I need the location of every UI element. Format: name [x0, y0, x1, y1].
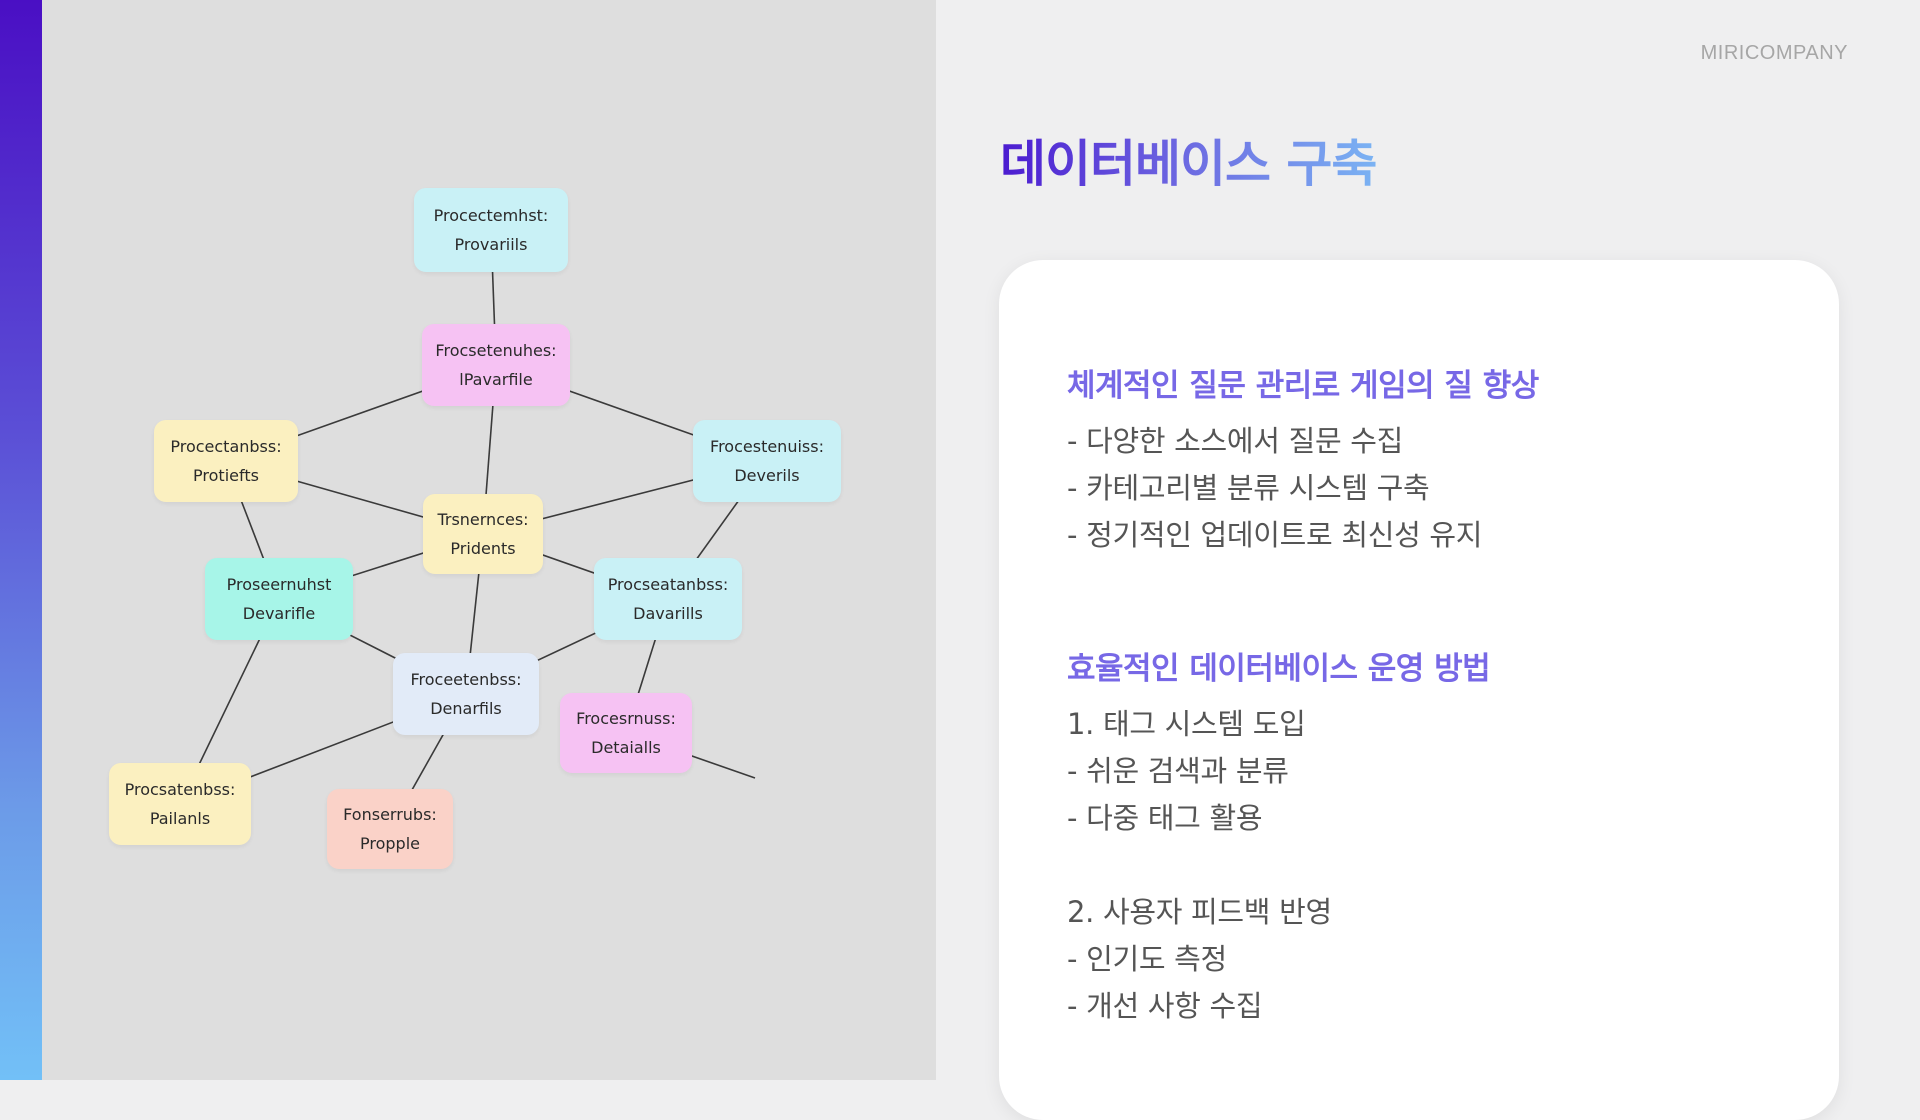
- node-label-line-2: Deverils: [734, 466, 800, 485]
- list-item: - 개선 사항 수집: [1067, 989, 1263, 1023]
- node-label-line-1: Procectemhst:: [433, 206, 549, 225]
- diagram-panel: Procectemhst: Provariils Frocsetenuhes: …: [42, 0, 936, 1080]
- accent-gradient-bar: [0, 0, 42, 1080]
- section-2-list: 1. 태그 시스템 도입 - 쉬운 검색과 분류 - 다중 태그 활용 2. 사용자…: [1067, 701, 1332, 1030]
- node-label-line-2: Davarills: [633, 604, 703, 623]
- node-label-line-1: Procseatanbss:: [607, 575, 729, 594]
- node-label-line-1: Frocesrnuss:: [576, 709, 676, 728]
- list-item: 1. 태그 시스템 도입: [1067, 707, 1306, 741]
- diagram-node-6: Proseernuhst Devarifle: [205, 558, 353, 640]
- node-label-line-2: Devarifle: [242, 604, 316, 623]
- node-label-line-2: Propple: [360, 834, 420, 853]
- list-item: - 정기적인 업데이트로 최신성 유지: [1067, 518, 1483, 552]
- diagram-node-2: Frocsetenuhes: lPavarfile: [422, 324, 570, 406]
- section-title-2: 효율적인 데이터베이스 운영 방법: [1067, 651, 1491, 687]
- diagram-node-5: Trsnernces: Pridents: [423, 494, 543, 574]
- list-item: 2. 사용자 피드백 반영: [1067, 895, 1332, 929]
- diagram-node-10: Procsatenbss: Pailanls: [109, 763, 251, 845]
- node-label-line-1: Froceetenbss:: [410, 670, 522, 689]
- list-item: - 다양한 소스에서 질문 수집: [1067, 424, 1404, 458]
- node-label-line-2: Protiefts: [193, 466, 259, 485]
- node-label-line-2: Provariils: [454, 235, 528, 254]
- node-label-line-2: Detaialls: [591, 738, 661, 757]
- list-item: - 카테고리별 분류 시스템 구축: [1067, 471, 1430, 505]
- diagram-node-11: Fonserrubs: Propple: [327, 789, 453, 869]
- node-label-line-1: Frocsetenuhes:: [435, 341, 557, 360]
- node-label-line-1: Procsatenbss:: [124, 780, 236, 799]
- content-card: 체계적인 질문 관리로 게임의 질 향상 - 다양한 소스에서 질문 수집 - 카…: [999, 260, 1839, 1120]
- diagram-node-1: Procectemhst: Provariils: [414, 188, 568, 272]
- diagram-node-8: Froceetenbss: Denarfils: [393, 653, 539, 735]
- section-title-1: 체계적인 질문 관리로 게임의 질 향상: [1067, 368, 1539, 404]
- node-label-line-2: lPavarfile: [459, 370, 533, 389]
- section-1-list: - 다양한 소스에서 질문 수집 - 카테고리별 분류 시스템 구축 - 정기적인 …: [1067, 418, 1482, 559]
- diagram-node-4: Frocestenuiss: Deverils: [693, 420, 841, 502]
- node-label-line-2: Pridents: [450, 539, 516, 558]
- node-label-line-1: Procectanbss:: [170, 437, 282, 456]
- diagram-node-9: Frocesrnuss: Detaialls: [560, 693, 692, 773]
- brand-label: MIRICOMPANY: [1700, 42, 1848, 64]
- node-label-line-2: Pailanls: [149, 809, 211, 828]
- list-item: - 쉬운 검색과 분류: [1067, 754, 1289, 788]
- node-label-line-2: Denarfils: [430, 699, 502, 718]
- node-label-line-1: Fonserrubs:: [343, 805, 437, 824]
- diagram-node-3: Procectanbss: Protiefts: [154, 420, 298, 502]
- page-title: 데이터베이스 구축: [1000, 124, 1377, 196]
- list-item: - 다중 태그 활용: [1067, 801, 1263, 835]
- list-item: - 인기도 측정: [1067, 942, 1227, 976]
- node-label-line-1: Proseernuhst: [226, 575, 332, 594]
- diagram-node-7: Procseatanbss: Davarills: [594, 558, 742, 640]
- node-label-line-1: Frocestenuiss:: [710, 437, 824, 456]
- list-item: [1067, 842, 1332, 889]
- node-label-line-1: Trsnernces:: [437, 510, 529, 529]
